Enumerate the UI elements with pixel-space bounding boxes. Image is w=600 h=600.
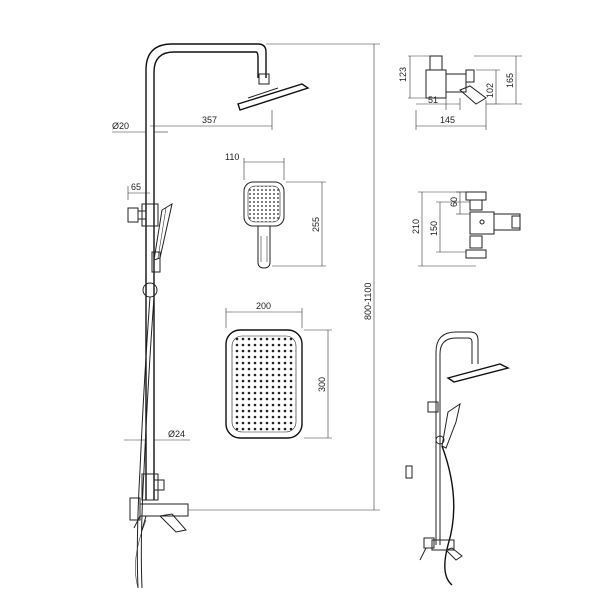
dim-hand-shower-length: 255 [272,181,326,267]
dim-mixer-145-label: 145 [440,115,455,125]
dim-mixer-60: 60 [449,191,470,215]
dim-head-shower-length: 300 [304,329,332,439]
hand-shower-view: 110 255 [225,152,326,269]
dim-total-height-label: 800-1100 [363,283,373,320]
mixer-front-body [465,191,521,259]
slider-ball [142,282,158,298]
dim-mixer-150-label: 150 [429,221,439,236]
dim-hand-shower-width-label: 110 [225,152,239,162]
riser-pipe [145,43,267,500]
dim-mixer-165-label: 165 [505,73,515,88]
dim-mixer-102-label: 102 [485,83,495,98]
preview-wall-bracket [405,465,413,479]
dim-hand-shower-length-label: 255 [311,217,321,232]
preview-riser [435,331,479,545]
preview-head-shower [446,363,510,383]
shower-hose [135,296,155,589]
preview-mixer [419,537,463,561]
dim-arm-length-label: 357 [202,115,217,125]
dim-pipe-diameter-bottom: Ø24 [124,429,190,441]
main-shower-view: 357 Ø20 65 [112,43,380,589]
dim-head-shower-width-label: 200 [256,301,271,311]
dim-mixer-51: 51 [416,95,461,110]
dim-total-height: 800-1100 [188,43,380,511]
perspective-preview [405,331,510,586]
hand-shower-body [243,181,285,269]
dim-mixer-102: 102 [476,69,500,105]
dim-mixer-123: 123 [398,55,430,99]
mixer-front-view: 210 150 60 [411,191,521,267]
dim-holder-offset: 65 [127,182,150,200]
dim-head-shower-length-label: 300 [317,377,327,392]
dim-pipe-diameter-top: Ø20 [112,121,168,133]
head-shower-view: 200 300 [225,301,332,439]
dim-holder-offset-label: 65 [131,182,141,192]
dim-mixer-145: 145 [415,100,487,130]
overhead-shower-head [237,73,310,111]
dim-mixer-123-label: 123 [398,67,408,82]
dim-pipe-diameter-top-label: Ø20 [112,121,129,131]
dim-mixer-165: 165 [474,55,522,105]
head-shower-plate [225,329,303,439]
dim-pipe-diameter-bottom-label: Ø24 [168,429,185,439]
preview-hand-shower [427,401,461,449]
mixer-side-body [425,55,487,105]
mixer-side-view: 123 51 145 102 165 [398,55,522,130]
dim-head-shower-width: 200 [225,301,303,328]
dim-mixer-210-label: 210 [411,219,421,234]
preview-hose [441,445,455,586]
slide-bar-holder [127,202,173,273]
dim-arm-length: 357 [150,110,273,130]
dim-mixer-150: 150 [429,201,470,253]
dim-mixer-51-label: 51 [428,95,438,105]
dim-mixer-60-label: 60 [449,197,459,207]
dim-hand-shower-width: 110 [225,152,285,180]
